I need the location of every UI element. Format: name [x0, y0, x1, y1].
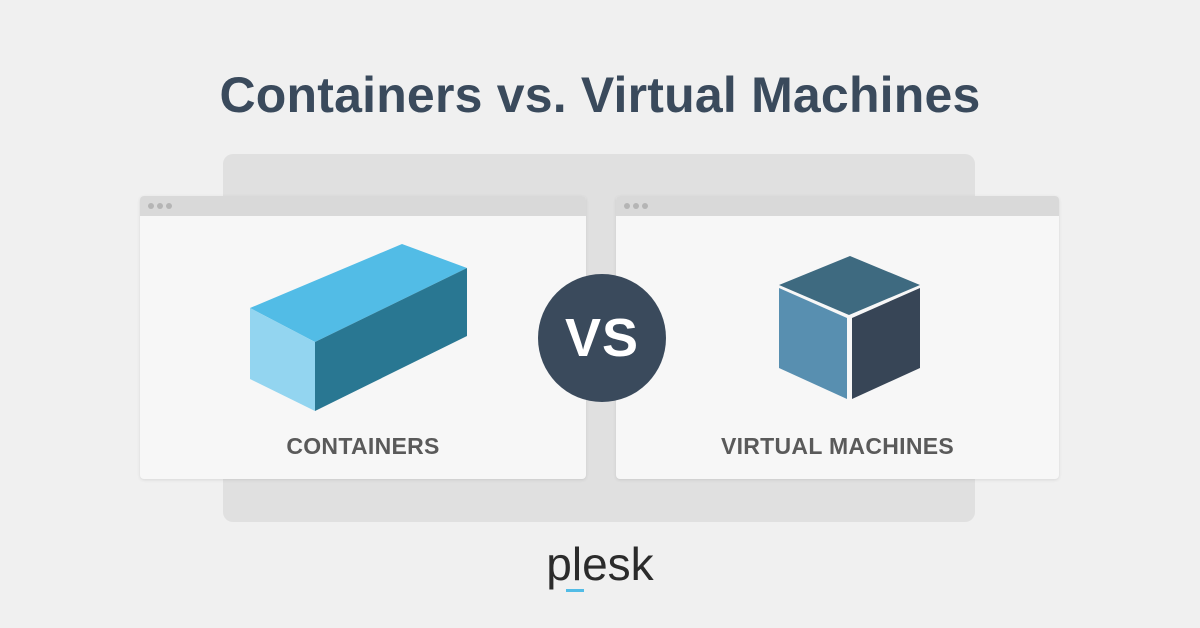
containers-window: CONTAINERS	[140, 196, 586, 479]
vs-badge: VS	[538, 274, 666, 402]
window-dot-icon	[157, 203, 163, 209]
virtual-machines-label: VIRTUAL MACHINES	[720, 433, 955, 459]
window-dot-icon	[624, 203, 630, 209]
window-titlebar	[140, 196, 586, 216]
container-box-icon	[250, 244, 467, 411]
window-dot-icon	[633, 203, 639, 209]
window-titlebar	[616, 196, 1059, 216]
window-dot-icon	[642, 203, 648, 209]
cube-right-face	[852, 288, 920, 399]
cube-left-face	[779, 288, 847, 399]
logo-accent-underline	[566, 589, 584, 592]
container-front-face	[250, 308, 315, 411]
container-side-face	[315, 268, 467, 411]
window-dot-icon	[148, 203, 154, 209]
container-top-face	[250, 244, 467, 342]
containers-label: CONTAINERS	[286, 433, 440, 459]
cube-top-face	[779, 256, 920, 315]
window-dot-icon	[166, 203, 172, 209]
vm-cube-icon	[779, 256, 920, 399]
plesk-logo: plesk	[546, 538, 654, 590]
virtual-machines-window: VIRTUAL MACHINES	[616, 196, 1059, 479]
page-title: Containers vs. Virtual Machines	[219, 67, 981, 123]
